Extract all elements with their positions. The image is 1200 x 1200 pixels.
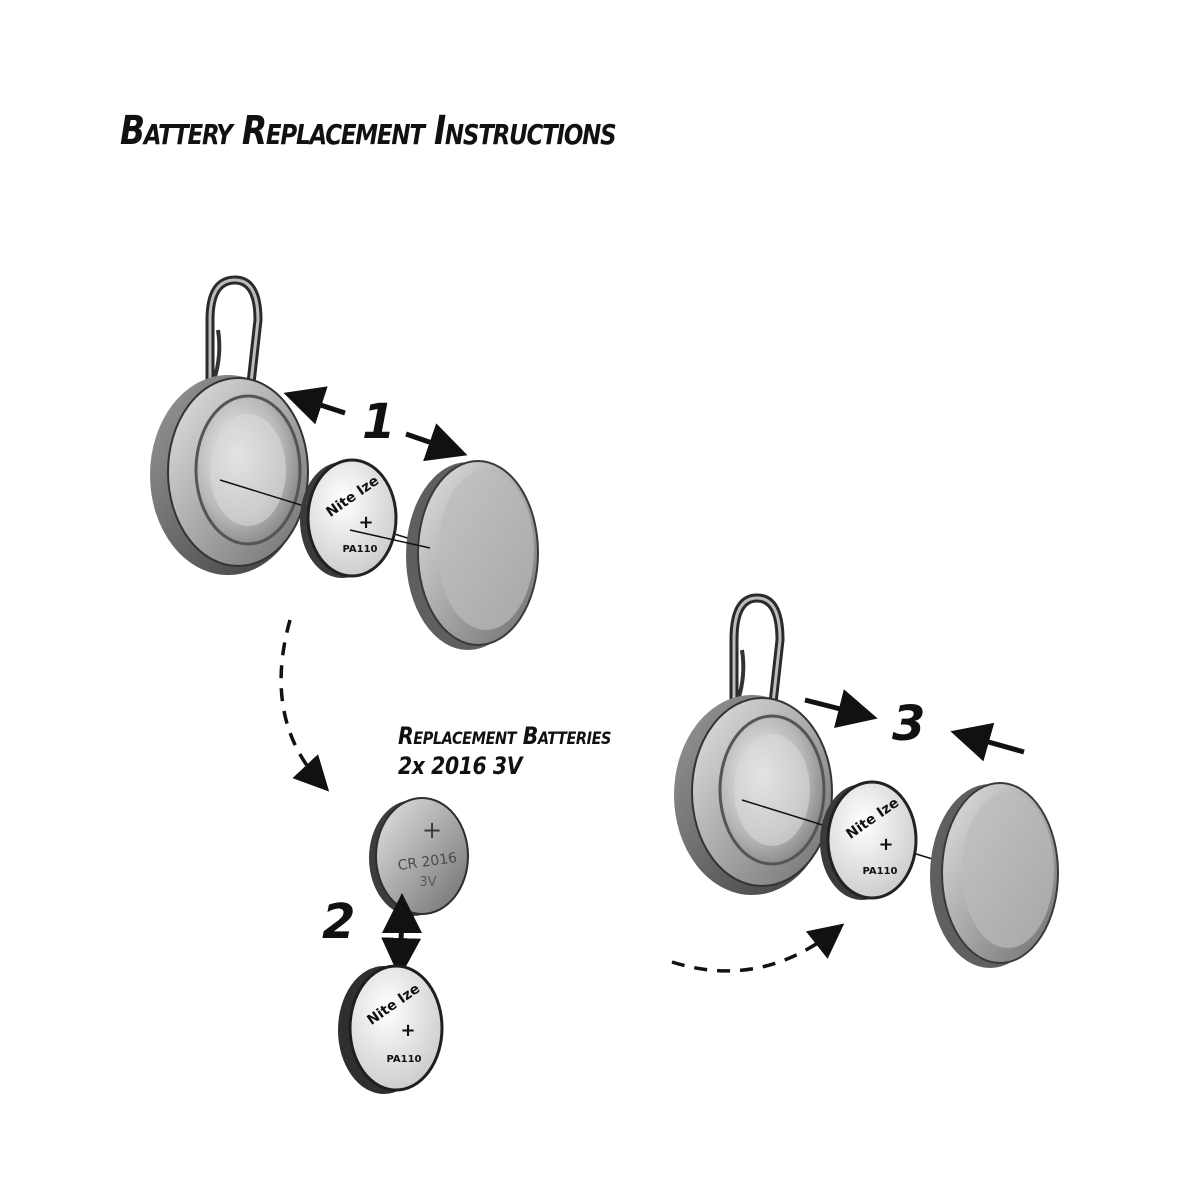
battery-plus-label: + — [400, 1020, 415, 1041]
carabiner-icon — [729, 593, 785, 717]
arrow-icon — [950, 722, 1025, 762]
new-battery: + CR 2016 3V — [369, 797, 469, 916]
dashed-curved-arrow-icon — [671, 923, 845, 973]
step-number-2: 2 — [322, 894, 356, 950]
alignment-line — [349, 529, 431, 549]
light-housing — [674, 695, 833, 895]
replacement-caption-line2: 2x 2016 3V — [398, 752, 523, 780]
dashed-curved-arrow-icon — [279, 619, 330, 792]
battery-part-label: PA110 — [386, 1054, 421, 1065]
battery-part-label: PA110 — [862, 866, 897, 877]
new-battery-plus-label: + — [422, 816, 442, 844]
old-battery: Nite Ize + PA110 — [820, 780, 918, 900]
back-cover — [930, 782, 1059, 968]
arrow-icon — [381, 913, 422, 978]
battery-plus-label: + — [358, 512, 373, 533]
light-housing — [150, 375, 309, 575]
step-number-3: 3 — [892, 696, 926, 752]
old-battery: Nite Ize + PA110 — [300, 458, 398, 578]
battery-plus-label: + — [878, 834, 893, 855]
carabiner-icon — [205, 275, 263, 397]
old-battery: Nite Ize + PA110 — [338, 964, 444, 1094]
battery-part-label: PA110 — [342, 544, 377, 555]
arrow-icon — [804, 689, 878, 728]
arrow-icon — [283, 386, 346, 425]
page-title: Battery Replacement Instructions — [120, 108, 617, 154]
step-number-1: 1 — [362, 394, 396, 450]
back-cover — [406, 460, 539, 650]
arrow-icon — [405, 423, 468, 462]
replacement-caption-line1: Replacement Batteries — [398, 722, 612, 750]
new-battery-voltage-label: 3V — [419, 875, 436, 890]
